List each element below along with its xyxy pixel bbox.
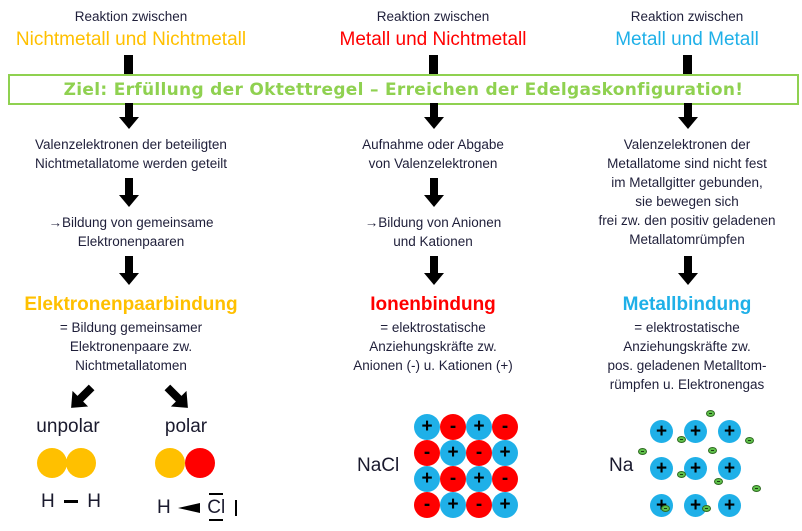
col2-bond-desc: = elektrostatische Anziehungskräfte zw. … (353, 320, 513, 373)
down-left-arrow-icon (71, 384, 95, 408)
metal-cation: + (718, 494, 741, 517)
h2-formula: H H (41, 491, 102, 512)
down-right-arrow-icon (164, 384, 188, 408)
col1-header: Reaktion zwischen (74, 9, 188, 24)
anion-cl: - (414, 440, 440, 466)
col3-step1: Valenzelektronen der Metallatome sind ni… (598, 137, 776, 247)
lone-pair-bottom (209, 519, 224, 521)
cation-na: + (466, 414, 492, 440)
cation-na: + (466, 466, 492, 492)
col1-step1: Valenzelektronen der beteiligten Nichtme… (34, 137, 228, 171)
hcl-formula: H Cl (157, 493, 237, 521)
anion-cl: - (492, 414, 518, 440)
down-arrow-icon (119, 103, 139, 129)
cation-na: + (492, 492, 518, 518)
stem-line (124, 55, 133, 75)
cation-na: + (440, 440, 466, 466)
free-electron-icon (714, 478, 723, 485)
cation-na: + (440, 492, 466, 518)
free-electron-icon (752, 485, 761, 492)
col2-step1: Aufnahme oder Abgabe von Valenzelektrone… (362, 137, 504, 171)
col2-header: Reaktion zwischen (376, 9, 490, 24)
down-arrow-icon (424, 103, 444, 129)
down-arrow-icon (119, 178, 139, 207)
cation-na: + (414, 466, 440, 492)
down-arrow-icon (678, 103, 698, 129)
metal-lattice: +++++++++ (638, 410, 780, 520)
anion-cl: - (466, 440, 492, 466)
free-electron-icon (661, 505, 670, 512)
free-electron-icon (708, 447, 717, 454)
anion-cl: - (414, 492, 440, 518)
unpolar-label: unpolar (36, 416, 100, 437)
polar-bond-wedge-icon (178, 502, 201, 513)
col2-subheader: Metall und Nichtmetall (339, 29, 527, 50)
hydrogen-atom (37, 448, 67, 478)
single-bond-line (64, 500, 79, 504)
cation-na: + (492, 440, 518, 466)
metal-cation: + (684, 457, 707, 480)
hydrogen-atom (66, 448, 96, 478)
lone-pair-right (234, 499, 237, 516)
free-electron-icon (702, 505, 711, 512)
metal-cation: + (684, 494, 707, 517)
cation-na: + (414, 414, 440, 440)
anion-cl: - (440, 414, 466, 440)
metal-cation: + (684, 420, 707, 443)
down-arrow-icon (678, 256, 698, 285)
stem-line (429, 55, 438, 75)
free-electron-icon (638, 448, 647, 455)
col3-bond-desc: = elektrostatische Anziehungskräfte zw. … (607, 320, 767, 392)
col1-bond-desc: = Bildung gemeinsamer Elektronenpaare zw… (59, 320, 203, 373)
na-label: Na (609, 455, 634, 476)
col2-bond-title: Ionenbindung (370, 294, 496, 315)
down-arrow-icon (424, 256, 444, 285)
col2-step2: →Bildung von Anionen und Kationen (364, 215, 502, 249)
metal-cation: + (718, 420, 741, 443)
free-electron-icon (677, 436, 686, 443)
polar-label: polar (164, 416, 208, 437)
anion-cl: - (466, 492, 492, 518)
free-electron-icon (745, 437, 754, 444)
nacl-label: NaCl (357, 455, 400, 476)
anion-cl: - (492, 466, 518, 492)
col1-step2: →Bildung von gemeinsame Elektronenpaaren (48, 215, 214, 249)
ionic-lattice: +-+--+-++-+--+-+ (414, 414, 518, 518)
goal-box: Ziel: Erfüllung der Oktettregel – Erreic… (8, 74, 799, 105)
free-electron-icon (677, 471, 686, 478)
col1-subheader: Nichtmetall und Nichtmetall (15, 29, 247, 50)
goal-text: Ziel: Erfüllung der Oktettregel – Erreic… (63, 79, 744, 100)
col3-bond-title: Metallbindung (622, 294, 752, 315)
anion-cl: - (440, 466, 466, 492)
metal-cation: + (650, 457, 673, 480)
col3-header: Reaktion zwischen (630, 9, 744, 24)
stem-line (683, 55, 692, 75)
col1-bond-title: Elektronenpaarbindung (24, 294, 238, 315)
down-arrow-icon (424, 178, 444, 207)
hydrogen-atom (155, 448, 185, 478)
metal-cation: + (718, 457, 741, 480)
metal-cation: + (650, 420, 673, 443)
col3-subheader: Metall und Metall (615, 29, 759, 50)
lone-pair-top (209, 493, 224, 495)
down-arrow-icon (119, 256, 139, 285)
chlorine-atom (185, 448, 215, 478)
free-electron-icon (706, 410, 715, 417)
